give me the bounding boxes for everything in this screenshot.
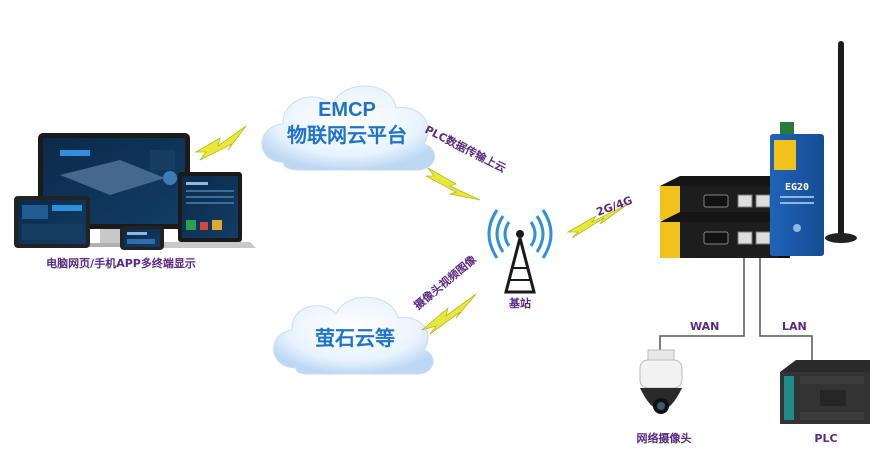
wires [659,258,813,360]
router-icon [660,176,790,220]
lan-label: LAN [782,320,807,333]
camera-video-label: 摄像头视频图像 [411,251,480,312]
antenna-tower-icon [487,209,553,294]
lightning-icon [194,125,247,161]
terminals-group: 电脑网页/手机APP多终端显示 [14,133,256,270]
emcp-title: EMCP [318,99,376,121]
gateway-group: EG20 [660,41,857,258]
lightning-icon [421,293,477,335]
plc: PLC [780,360,870,445]
lightning-icon [425,167,481,201]
cloud-icon [273,296,434,375]
emcp-subtitle: 物联网云平台 [287,123,407,147]
router-icon [660,212,790,258]
lightning-icon [566,203,629,239]
antenna-icon [825,41,857,243]
plc-icon [780,360,870,424]
base-station: 基站 [487,209,553,310]
plc-upload-label: PLC数据传输上云 [423,122,509,175]
terminals-label: 电脑网页/手机APP多终端显示 [46,256,196,270]
emcp-cloud: EMCP 物联网云平台 [261,85,436,171]
cellular-label: 2G/4G [595,194,635,219]
lightning-emcp-tower [425,167,481,201]
other-cloud-title: 萤石云等 [315,326,395,350]
lightning-tower-other [421,293,477,335]
plc-label: PLC [814,432,837,445]
tablet-icon [14,196,90,248]
camera-label: 网络摄像头 [637,431,692,445]
lightning-terminal-emcp [194,125,247,161]
other-cloud: 萤石云等 [273,296,434,375]
dome-camera-icon [639,349,683,414]
cloud-icon [261,85,436,171]
network-camera: 网络摄像头 [637,349,692,445]
wan-label: WAN [690,320,719,333]
phone-icon [120,226,164,250]
lightning-tower-gateway [566,203,629,239]
base-station-label: 基站 [508,296,531,310]
laptop-icon [144,172,256,248]
gateway-model: EG20 [785,182,809,193]
eg20-module: EG20 [770,122,824,256]
